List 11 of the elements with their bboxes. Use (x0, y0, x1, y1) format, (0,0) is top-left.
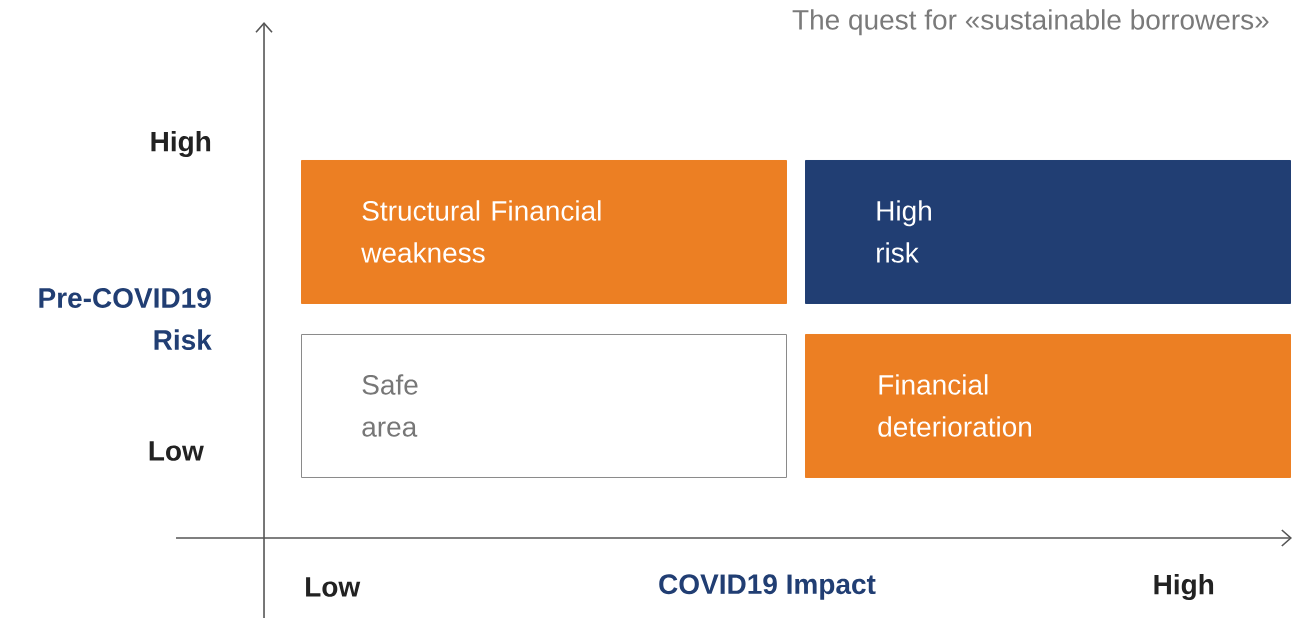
quadrant-box: Safe area (301, 334, 787, 478)
axis-title: COVID19 Impact (659, 574, 876, 600)
axis-tick-label: Low (306, 577, 361, 597)
title: The quest for «sustainable borrowers» (792, 9, 1269, 36)
axis-tick-label: Low (149, 441, 204, 461)
axis-title: Pre-COVID19 Risk (39, 288, 212, 350)
axis-tick-label: High (151, 130, 211, 158)
axis-tick-label: High (1154, 573, 1214, 601)
quadrant-box: Structural Financial weakness (301, 160, 787, 304)
quadrant-box: High risk (805, 160, 1291, 304)
quadrant-box: Financial deterioration (805, 334, 1291, 478)
